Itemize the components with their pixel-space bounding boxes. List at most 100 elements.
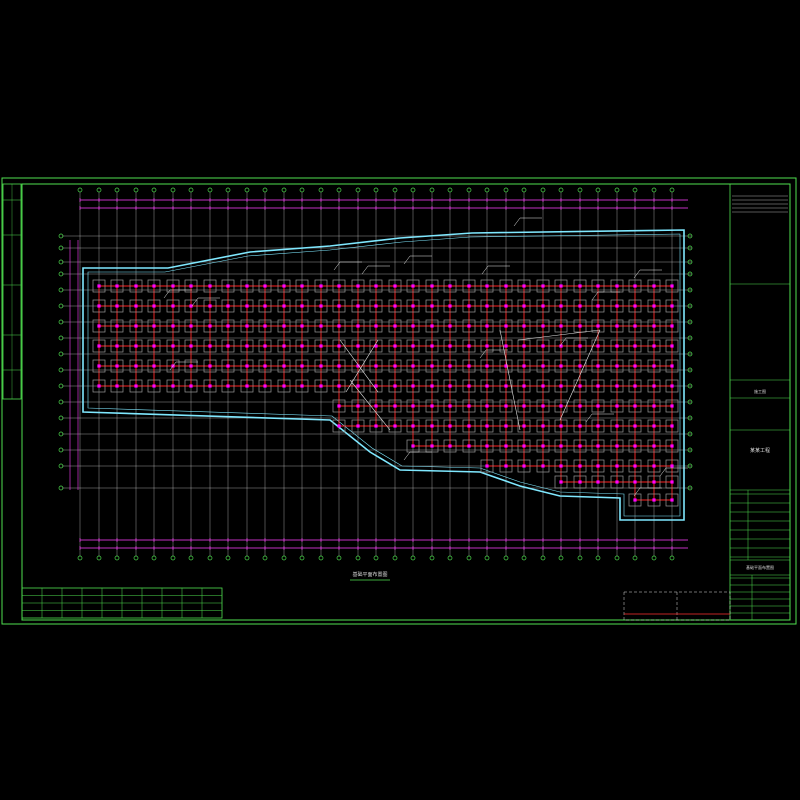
column — [337, 424, 341, 428]
pile-cap — [110, 319, 124, 333]
pile-cap — [628, 439, 642, 453]
column — [578, 384, 582, 388]
column — [467, 424, 471, 428]
axis-bubble — [77, 555, 83, 561]
column — [652, 464, 656, 468]
axis-bubble — [225, 187, 231, 193]
pile-cap — [332, 299, 346, 313]
pile-cap — [277, 359, 291, 373]
pile-cap — [351, 419, 365, 433]
column — [670, 384, 674, 388]
pile-cap — [480, 359, 494, 373]
column — [578, 304, 582, 308]
pile-cap — [147, 319, 161, 333]
column — [245, 384, 249, 388]
pile-cap — [610, 339, 624, 353]
pile-cap — [443, 439, 457, 453]
pile-cap — [499, 439, 513, 453]
column — [541, 464, 545, 468]
column — [652, 364, 656, 368]
pile-cap — [628, 419, 642, 433]
column — [245, 304, 249, 308]
axis-bubble — [687, 447, 693, 453]
pile-cap — [314, 279, 328, 293]
pile-cap — [240, 299, 254, 313]
column — [652, 284, 656, 288]
column — [504, 324, 508, 328]
annotation-leader — [481, 265, 489, 275]
column — [467, 404, 471, 408]
pile-cap — [425, 359, 439, 373]
column — [393, 284, 397, 288]
pile-cap — [388, 359, 402, 373]
pile-cap — [147, 299, 161, 313]
column — [504, 364, 508, 368]
pile-cap — [425, 299, 439, 313]
pile-cap — [462, 379, 476, 393]
column — [208, 304, 212, 308]
column — [522, 324, 526, 328]
pile-cap — [425, 399, 439, 413]
pile-cap — [351, 299, 365, 313]
pile-cap — [258, 319, 272, 333]
axis-bubble — [114, 555, 120, 561]
column — [448, 364, 452, 368]
pile-cap — [462, 399, 476, 413]
pile-cap — [665, 279, 679, 293]
pile-cap — [499, 419, 513, 433]
annotation-leader — [559, 337, 567, 347]
column — [152, 304, 156, 308]
axis-bubble — [669, 187, 675, 193]
column — [670, 284, 674, 288]
column — [596, 444, 600, 448]
pile-cap — [591, 439, 605, 453]
axis-bubble — [262, 187, 268, 193]
column — [615, 344, 619, 348]
legend-table — [21, 587, 223, 619]
axis-bubble — [632, 187, 638, 193]
axis-bubble — [151, 187, 157, 193]
pile-cap — [166, 379, 180, 393]
axis-bubble — [58, 415, 64, 421]
axis-bubble — [540, 555, 546, 561]
pile-cap — [536, 419, 550, 433]
axis-bubble — [687, 259, 693, 265]
column — [374, 364, 378, 368]
axis-bubble — [540, 187, 546, 193]
pile-cap — [258, 359, 272, 373]
pile-cap — [536, 359, 550, 373]
column — [226, 344, 230, 348]
column — [97, 364, 101, 368]
pile-cap — [573, 419, 587, 433]
pile-cap — [443, 319, 457, 333]
column — [559, 444, 563, 448]
pile-cap — [203, 279, 217, 293]
pile-cap — [443, 339, 457, 353]
pile-cap — [406, 339, 420, 353]
pile-cap — [591, 299, 605, 313]
pile-cap — [388, 279, 402, 293]
axis-bubble — [58, 335, 64, 341]
pile-cap — [203, 319, 217, 333]
column — [559, 424, 563, 428]
column — [171, 304, 175, 308]
pile-cap — [314, 379, 328, 393]
pile-cap — [554, 419, 568, 433]
column — [559, 480, 563, 484]
column — [430, 424, 434, 428]
pile-cap — [647, 399, 661, 413]
pile-cap — [499, 379, 513, 393]
axis-bubble — [58, 431, 64, 437]
pile-cap — [647, 339, 661, 353]
pile-cap — [221, 339, 235, 353]
pile-cap — [554, 359, 568, 373]
axis-bubble — [558, 187, 564, 193]
column — [319, 324, 323, 328]
pile-cap — [110, 279, 124, 293]
pile-cap — [554, 339, 568, 353]
pile-cap — [166, 339, 180, 353]
pile-cap — [573, 379, 587, 393]
pile-cap — [554, 279, 568, 293]
pile-cap — [295, 359, 309, 373]
column — [356, 364, 360, 368]
